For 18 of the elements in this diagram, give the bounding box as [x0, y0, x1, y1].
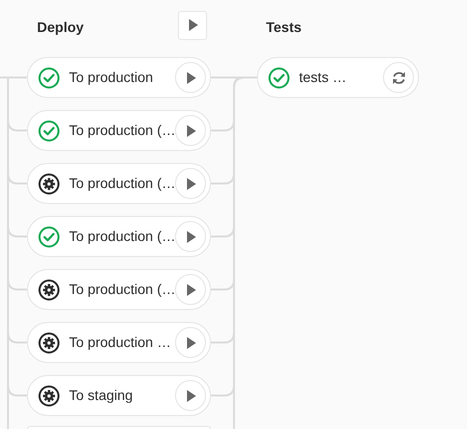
- stage-heading: Tests: [266, 19, 302, 35]
- job-name: To production …: [69, 334, 171, 350]
- job-name: To production (…: [69, 175, 176, 191]
- job-name: To production (…: [69, 228, 176, 244]
- job-pill: [27, 216, 211, 257]
- job-name: To staging: [69, 387, 133, 403]
- job-pill: [27, 269, 211, 310]
- job-name: tests …: [299, 69, 346, 85]
- job-pill: [27, 322, 211, 363]
- job-pill: [27, 375, 211, 416]
- stage-heading: Deploy: [37, 19, 84, 35]
- job-name: To production: [69, 69, 154, 85]
- job-pill: [27, 57, 211, 98]
- job-pill: [257, 57, 419, 98]
- job-pill: [27, 163, 211, 204]
- job-name: To production (…: [69, 122, 176, 138]
- job-name: To production (…: [69, 281, 176, 297]
- job-pill: [27, 110, 211, 151]
